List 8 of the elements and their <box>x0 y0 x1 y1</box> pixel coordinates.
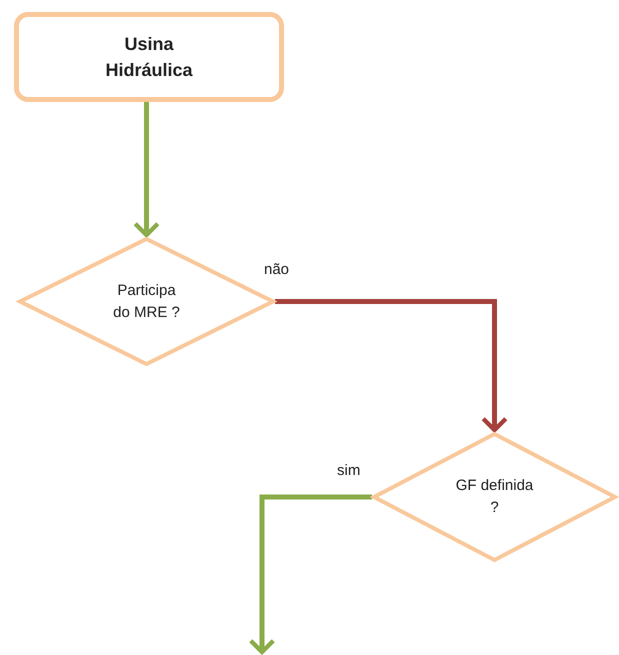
decision-text: GF definida ? <box>456 476 534 518</box>
arrow <box>275 299 508 432</box>
start-box <box>14 12 284 102</box>
decision-diamond <box>372 432 617 562</box>
arrow <box>133 100 160 238</box>
decision-text: Participa do MRE ? <box>112 280 181 322</box>
box-title: Usina Hidráulica <box>104 32 194 82</box>
arrow <box>248 494 372 654</box>
